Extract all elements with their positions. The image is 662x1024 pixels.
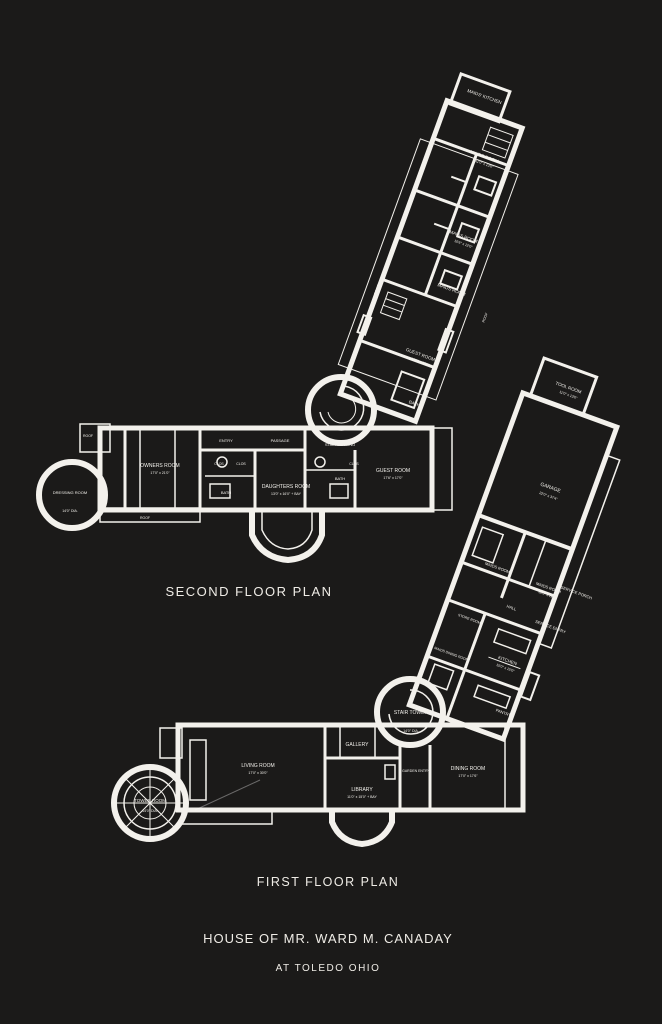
room-label: GARDEN ENTRY [402, 769, 430, 773]
room-label: DINING ROOM [451, 766, 485, 772]
room-dim: 14'0" DIA. [142, 809, 158, 813]
room-dim: 15'0" x 15'0" [496, 663, 516, 674]
room-dim: 17'0" x 21'0" [150, 471, 170, 475]
room-dim: 10'6" x 12'0" [454, 239, 474, 250]
room-dim: 13'0" x 16'0" + BAY [271, 492, 302, 496]
room-label: BATH [335, 476, 345, 481]
room-label: MAIDS' KITCHEN [467, 88, 503, 105]
room-label: BATH [408, 399, 421, 408]
room-label: OWNERS ROOM [140, 463, 179, 469]
dressing-room-tower [36, 459, 108, 531]
room-label: CLOS [236, 462, 246, 466]
stair-tower [374, 676, 446, 748]
room-dim: 17'0" x 17'6" [458, 774, 478, 778]
room-label: ROOF [83, 434, 93, 438]
second-floor-plan [36, 71, 526, 564]
first-floor-caption: FIRST FLOOR PLAN [256, 875, 400, 889]
room-dim: 14'0" DIA. [403, 729, 419, 733]
room-label: ENTRY [219, 438, 233, 443]
room-label: ROOF [140, 516, 150, 520]
room-label: PASSAGE [271, 438, 290, 443]
room-label: BATH [221, 490, 231, 495]
room-label: CLOS [349, 462, 359, 466]
room-label: ROOF [373, 284, 380, 295]
room-dim: 13'0" x 13'6" [411, 357, 431, 368]
room-label: PANTRY [495, 708, 512, 718]
room-label: TOWER ROOM [134, 798, 166, 803]
room-label: GALLERY [346, 742, 370, 748]
room-dim: 10'0" x 12'0" [538, 590, 558, 601]
room-label: STAIR TOWER [394, 710, 429, 716]
room-label: LIVING ROOM [241, 763, 274, 769]
room-dim: 17'6" x 17'0" [383, 476, 403, 480]
daughters-room-bay [249, 510, 325, 564]
first-floor-plan [111, 356, 621, 848]
first-floor-service-wing [406, 356, 621, 743]
room-label: DRESSING ROOM [53, 490, 87, 495]
library-bay [329, 810, 395, 848]
house-title: HOUSE OF MR. WARD M. CANADAY [203, 931, 453, 946]
room-label: STORE ROOM [457, 613, 481, 625]
room-dim: 14'0" DIA. [62, 509, 78, 513]
room-dim: 10'0" x 12'0" [487, 570, 507, 581]
second-floor-stair-tower [305, 374, 377, 446]
room-label: GUEST ROOM [376, 468, 410, 474]
second-floor-caption: SECOND FLOOR PLAN [165, 584, 333, 599]
room-dim: 22'0" x 37'4" [539, 491, 559, 502]
room-label: KITCHEN [497, 655, 517, 666]
room-dim: 17'0" x 30'0" [248, 771, 268, 775]
room-label: CLOS [214, 462, 224, 466]
room-dim: 11'0" x 15'0" + BAY [347, 795, 377, 799]
room-dim: 11'0" x 13'0" [559, 390, 579, 400]
room-label: HALL [506, 604, 518, 612]
room-label: STAIR LANDING [325, 442, 355, 447]
room-label: DAUGHTERS ROOM [262, 484, 310, 490]
room-dim: 11'0" x 13'0" [475, 159, 495, 169]
second-floor-service-wing [337, 71, 526, 425]
room-label: LIBRARY [351, 787, 373, 793]
room-label: ROOF [481, 312, 488, 323]
house-location: AT TOLEDO OHIO [275, 963, 381, 974]
first-floor-main-block [175, 722, 526, 813]
